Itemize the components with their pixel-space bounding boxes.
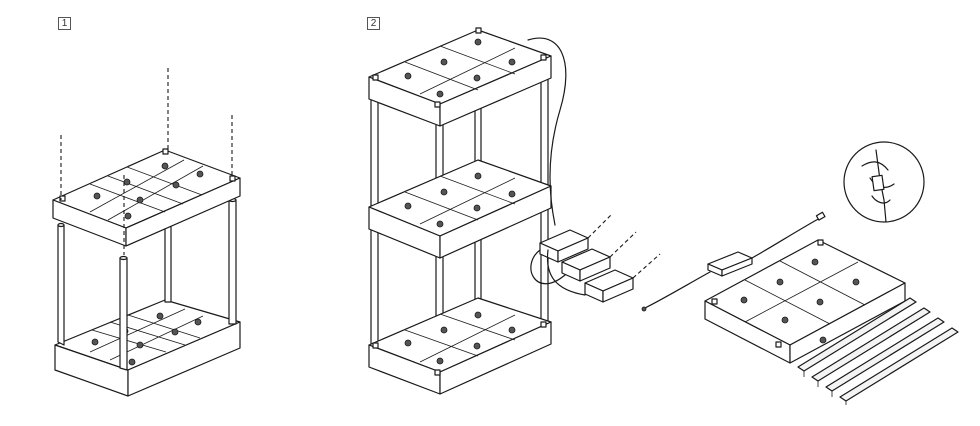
step2-power-modules <box>530 213 661 303</box>
step2-rack <box>368 27 552 395</box>
plug-detail-callout <box>843 141 925 223</box>
step1-top-tray <box>52 148 241 247</box>
step-2-illustration <box>368 27 959 405</box>
spare-posts <box>797 297 959 405</box>
step2-cable <box>527 37 567 226</box>
step-1-illustration <box>52 68 241 397</box>
step-number-1: 1 <box>58 17 71 30</box>
step-number-2: 2 <box>367 17 380 30</box>
step1-alignment-lines <box>60 68 233 255</box>
step1-bottom-tray <box>54 299 241 397</box>
step2-parts <box>641 141 959 405</box>
